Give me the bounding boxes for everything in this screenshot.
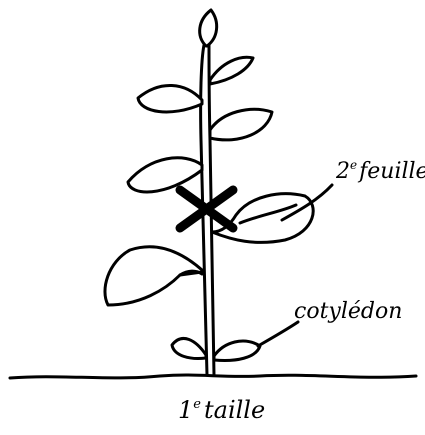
leaf-mid-right bbox=[210, 109, 272, 140]
caption-number: 1 bbox=[178, 396, 193, 424]
cotyledon-right bbox=[214, 341, 260, 360]
second-leaf-label-word: feuille bbox=[357, 159, 425, 184]
leaf-upper-left bbox=[138, 85, 202, 112]
leaf-upper-right bbox=[210, 57, 253, 84]
caption-word: taille bbox=[204, 396, 265, 424]
caption-sup: e bbox=[193, 397, 201, 412]
second-leaf-label-number: 2 bbox=[335, 159, 350, 184]
cotyledon-leader-line bbox=[258, 322, 298, 346]
second-leaf-label: 2efeuille bbox=[335, 158, 425, 184]
leaf-mid-left bbox=[128, 158, 202, 192]
second-leaf bbox=[212, 194, 313, 243]
cotyledon-left bbox=[172, 338, 206, 358]
second-leaf-label-sup: e bbox=[350, 158, 357, 172]
cotyledon-label: cotylédon bbox=[294, 299, 402, 324]
top-bud bbox=[200, 10, 217, 46]
x-cut-mark bbox=[180, 190, 233, 228]
leaf-lower-left bbox=[105, 247, 202, 305]
